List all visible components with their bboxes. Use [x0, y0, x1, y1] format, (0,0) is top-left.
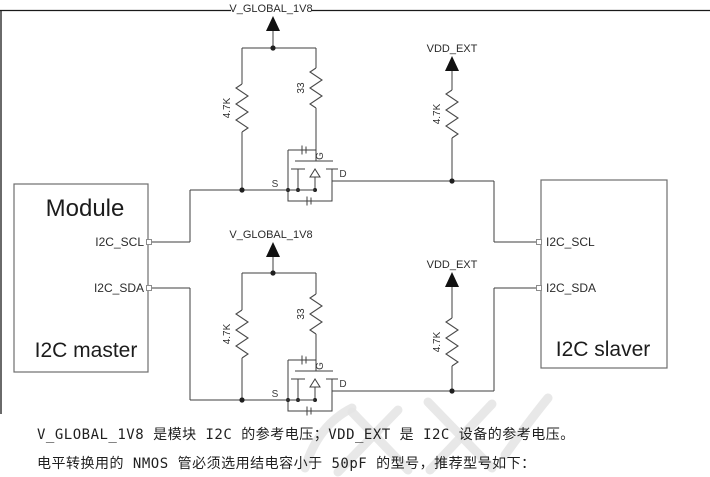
drain-pin-label: D: [339, 169, 346, 180]
body-arrow-icon: [309, 168, 321, 178]
note-line-2: 电平转换用的 NMOS 管必须选用结电容小于 50pF 的型号，推荐型号如下：: [37, 456, 536, 472]
scl-high-side-wire: [332, 180, 536, 243]
pullup-resistor-scl-1v8: [235, 83, 249, 133]
power-rail-label: VDD_EXT: [427, 43, 478, 55]
source-pin-label: S: [272, 389, 279, 400]
slave-role-label: I2C slaver: [556, 338, 651, 361]
resistor-value-label: 33: [296, 82, 307, 94]
gate-resistor-scl: [309, 67, 323, 109]
scl-level-shifter: V_GLOBAL_1V8 4.7K 33 G: [151, 2, 536, 243]
gate-pin-label: G: [315, 362, 326, 370]
nmos-transistor-scl: G S D: [272, 145, 347, 206]
module-role-label: I2C master: [35, 339, 138, 362]
power-rail-label: V_GLOBAL_1V8: [229, 3, 312, 15]
slave-box: I2C_SCL I2C_SDA I2C slaver: [536, 179, 668, 369]
power-arrow-icon: [266, 16, 280, 31]
power-arrow-icon: [266, 242, 280, 257]
slave-pin-scl: [536, 239, 542, 245]
module-pin-sda: [146, 285, 152, 291]
module-box: Module I2C_SCL I2C_SDA I2C master: [13, 183, 152, 373]
module-pin-scl: [146, 239, 152, 245]
gate-pin-label: G: [315, 152, 326, 160]
scl-low-side-wire: [151, 189, 315, 243]
power-rail-label: VDD_EXT: [427, 259, 478, 271]
nmos-transistor-sda: G S D: [272, 355, 347, 416]
module-pin-sda-label: I2C_SDA: [94, 281, 144, 295]
slave-pin-scl-label: I2C_SCL: [546, 235, 595, 249]
sda-low-side-wire: [151, 287, 315, 401]
module-pin-scl-label: I2C_SCL: [95, 235, 144, 249]
resistor-value-label: 4.7K: [432, 331, 443, 352]
pullup-resistor-sda-ext: [445, 317, 459, 367]
body-arrow-icon: [309, 378, 321, 388]
sda-high-side-wire: [332, 287, 536, 392]
power-rail-label: V_GLOBAL_1V8: [229, 229, 312, 241]
source-pin-label: S: [272, 179, 279, 190]
resistor-value-label: 33: [296, 308, 307, 320]
drain-pin-label: D: [339, 379, 346, 390]
slave-pin-sda: [536, 285, 542, 291]
power-arrow-icon: [445, 272, 459, 287]
resistor-value-label: 4.7K: [432, 103, 443, 124]
sda-level-shifter: V_GLOBAL_1V8 4.7K 33 G: [151, 229, 536, 416]
pullup-resistor-sda-1v8: [235, 309, 249, 359]
label-mask: [231, 2, 311, 14]
gate-resistor-sda: [309, 293, 323, 335]
power-arrow-icon: [445, 56, 459, 71]
module-title: Module: [46, 195, 125, 222]
watermark: [300, 393, 553, 477]
resistor-value-label: 4.7K: [222, 323, 233, 344]
note-line-1: V_GLOBAL_1V8 是模块 I2C 的参考电压；VDD_EXT 是 I2C…: [37, 427, 575, 443]
slave-pin-sda-label: I2C_SDA: [546, 281, 596, 295]
resistor-value-label: 4.7K: [222, 97, 233, 118]
pullup-resistor-scl-ext: [445, 89, 459, 139]
